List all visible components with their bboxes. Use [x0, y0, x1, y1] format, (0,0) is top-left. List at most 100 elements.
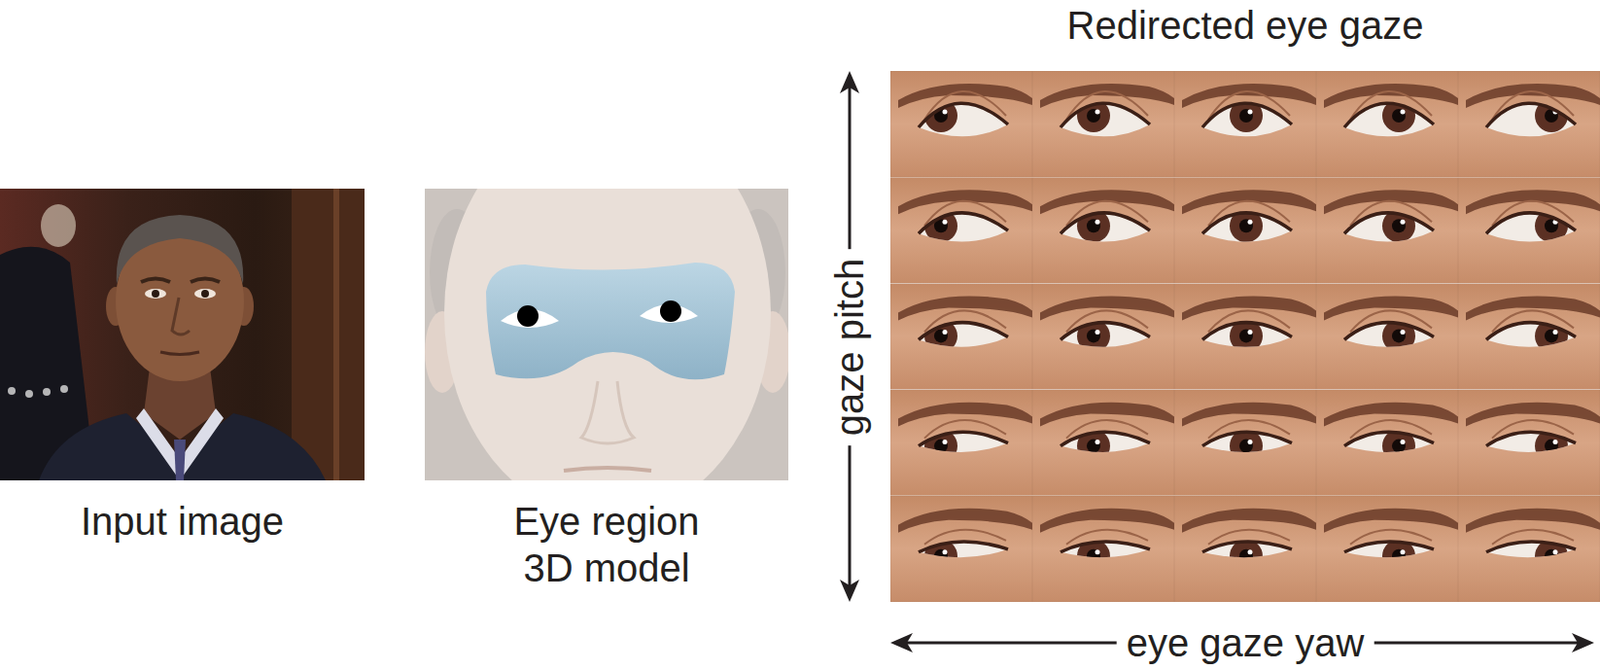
upper-eyelid — [918, 431, 1009, 446]
pupil — [1239, 108, 1253, 123]
highlight — [1095, 109, 1101, 115]
pupil — [1239, 439, 1253, 453]
pupil — [660, 300, 682, 322]
pupil — [1544, 439, 1559, 453]
arrowhead — [890, 632, 913, 653]
highlight — [1400, 329, 1406, 335]
pupil — [1391, 218, 1406, 233]
eye-cell — [1458, 70, 1600, 177]
pupil — [201, 289, 209, 298]
eye-cell — [1174, 176, 1317, 283]
eye-cell — [1458, 176, 1600, 283]
eye-cell — [1174, 389, 1317, 496]
nose — [172, 297, 190, 335]
highlight — [1248, 549, 1253, 555]
background-detail — [60, 384, 69, 393]
axis-label: gaze pitch — [826, 248, 873, 446]
hair — [116, 214, 244, 284]
panel-title: Redirected eye gaze — [1067, 1, 1425, 49]
iris-group — [1229, 539, 1263, 573]
pupil — [1239, 218, 1253, 233]
upper-eyelid — [1202, 103, 1292, 128]
eye-cell — [1316, 176, 1459, 283]
tie — [173, 439, 186, 481]
highlight — [1400, 439, 1406, 445]
highlight — [942, 439, 948, 445]
skin — [1174, 495, 1317, 602]
nose — [581, 381, 634, 444]
background-detail — [7, 386, 16, 395]
photo-background — [0, 188, 365, 481]
pupil — [1086, 108, 1101, 123]
upper-eyelid — [1060, 541, 1150, 553]
skin — [1174, 70, 1317, 177]
eye-cell — [1174, 282, 1317, 389]
skin — [890, 495, 1033, 602]
upper-eyelid — [1202, 212, 1292, 234]
skin — [1032, 495, 1175, 602]
eyebrow — [1182, 295, 1317, 320]
eye — [194, 288, 216, 299]
skin — [1316, 70, 1459, 177]
eye-cell — [1458, 389, 1600, 496]
mouth — [563, 467, 652, 471]
upper-eyelid — [1344, 103, 1434, 128]
upper-eyelid — [1486, 103, 1576, 128]
upper-eyelid — [1344, 322, 1434, 341]
model-render — [424, 188, 789, 481]
pupil — [151, 289, 160, 298]
upper-eyelid — [1486, 541, 1576, 553]
skin — [1316, 389, 1459, 496]
skin — [1458, 70, 1600, 177]
grid-panel: Redirected eye gaze — [890, 0, 1600, 49]
highlight — [1095, 439, 1101, 445]
skin — [1316, 495, 1459, 602]
eyebrow — [1465, 295, 1600, 320]
arrowhead — [839, 579, 860, 602]
pupil — [1544, 549, 1559, 563]
background-figure — [40, 204, 76, 247]
pupil — [1391, 549, 1406, 563]
eye-cell — [1316, 389, 1459, 496]
background-detail — [42, 387, 51, 396]
upper-eyelid — [1060, 103, 1150, 128]
pupil — [1391, 108, 1406, 123]
pupil — [517, 305, 539, 327]
eyebrow — [1323, 295, 1459, 320]
skin — [1032, 282, 1175, 389]
pupil — [1391, 439, 1406, 453]
upper-eyelid — [918, 322, 1009, 341]
eyebrow — [898, 189, 1033, 214]
upper-eyelid — [1486, 431, 1576, 446]
mouth — [160, 351, 200, 355]
eye-cell — [890, 389, 1033, 496]
input-photo — [0, 188, 365, 481]
arrowhead — [839, 70, 860, 94]
highlight — [1248, 219, 1253, 225]
pupil — [1544, 218, 1559, 233]
highlight — [1400, 109, 1406, 115]
eyebrow — [1465, 402, 1600, 427]
pupil — [1239, 549, 1253, 563]
upper-eyelid — [1202, 541, 1292, 553]
highlight — [942, 219, 948, 225]
eye-cell — [1316, 282, 1459, 389]
skin — [890, 389, 1033, 496]
eye-cell — [890, 282, 1033, 389]
eyebrow — [1182, 189, 1317, 214]
upper-eyelid — [1486, 322, 1576, 341]
upper-eyelid — [1202, 322, 1292, 341]
shirt — [136, 408, 224, 481]
eye-cell — [1032, 389, 1175, 496]
skin — [1458, 389, 1600, 496]
eye-cell — [1316, 495, 1459, 602]
skin — [890, 282, 1033, 389]
highlight — [942, 329, 948, 335]
highlight — [942, 549, 948, 555]
pupil — [1086, 218, 1101, 233]
highlight — [1553, 549, 1559, 555]
pupil — [1086, 439, 1101, 453]
upper-eyelid — [918, 103, 1009, 128]
pupil — [1391, 328, 1406, 343]
